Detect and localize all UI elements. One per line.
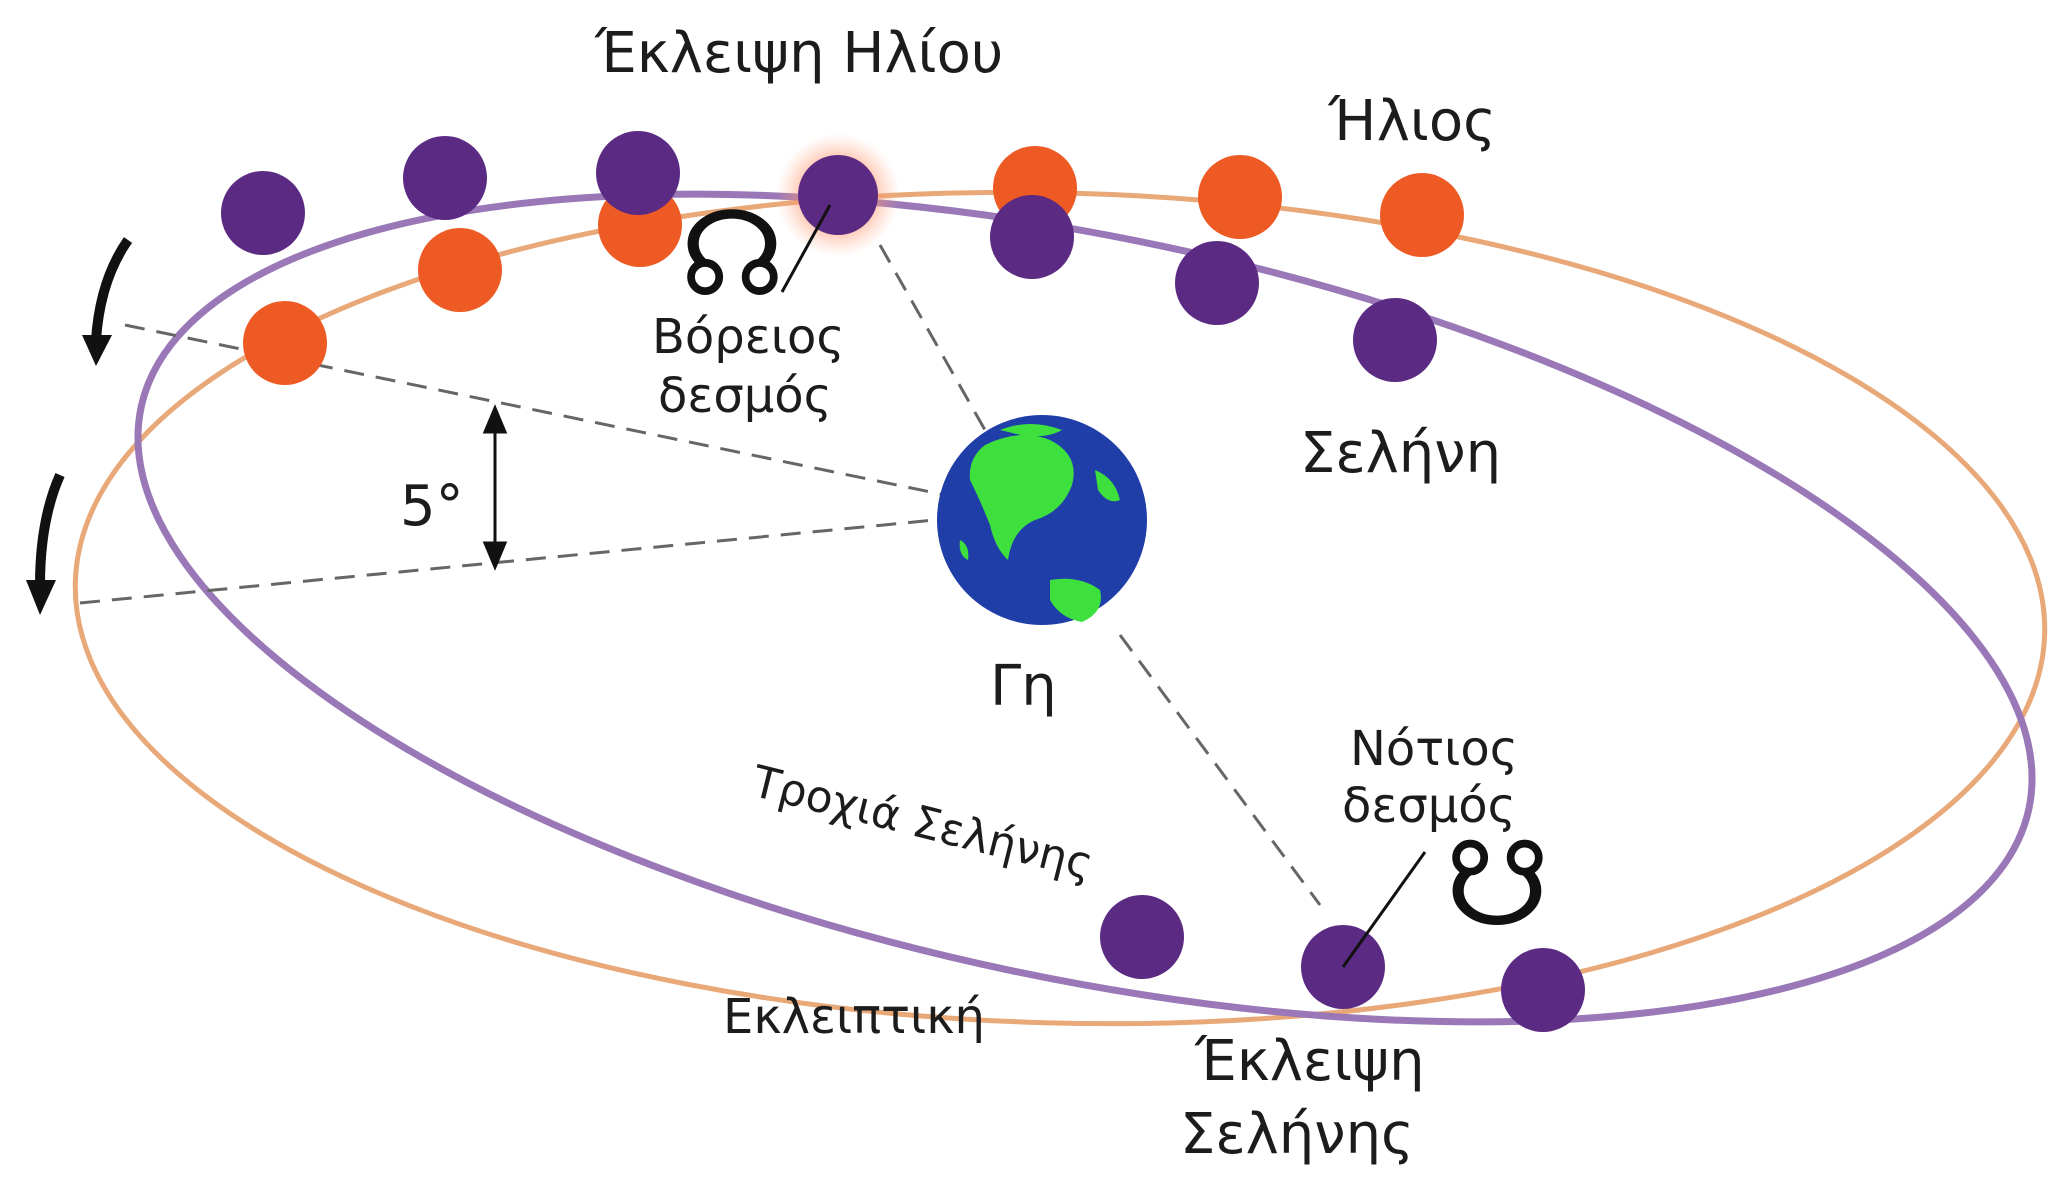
angle-arrow: [482, 404, 508, 571]
solar-eclipse-label: Έκλειψη Ηλίου: [594, 21, 1003, 86]
moon-marker: [221, 171, 305, 255]
earth-icon: [937, 415, 1147, 625]
north-node-symbol: ☊: [680, 185, 785, 323]
south-node-symbol: ☋: [1445, 815, 1550, 953]
ecliptic-label: Εκλειπτική: [723, 989, 985, 1045]
moon-marker-eclipse: [798, 155, 878, 235]
moon-marker: [1501, 948, 1585, 1032]
moon-marker: [596, 131, 680, 215]
moon-orbit-label: Τροχιά Σελήνης: [746, 756, 1098, 890]
moon-marker: [1175, 241, 1259, 325]
rotation-arrows: [26, 237, 133, 615]
south-node-label-line2: δεσμός: [1342, 778, 1516, 834]
lunar-eclipse-label-line1: Έκλειψη: [1194, 1029, 1425, 1094]
sun-marker: [1380, 173, 1464, 257]
south-node-label-line1: Νότιος: [1350, 721, 1518, 777]
moon-marker: [1100, 895, 1184, 979]
sun-marker: [1198, 155, 1282, 239]
north-node-label-line2: δεσμός: [658, 368, 832, 424]
moon-label: Σελήνη: [1300, 421, 1501, 486]
north-node-label-line1: Βόρειος: [652, 309, 845, 365]
moon-marker: [403, 136, 487, 220]
moon-marker: [1353, 298, 1437, 382]
lunar-eclipse-label-line2: Σελήνης: [1180, 1102, 1414, 1167]
node-pointers: [780, 204, 1427, 968]
moon-orbit: [134, 190, 2036, 1026]
angle-label: 5°: [400, 474, 464, 539]
sun-marker: [418, 228, 502, 312]
earth-label: Γη: [990, 654, 1057, 719]
sun-marker: [243, 301, 327, 385]
sun-label: Ήλιος: [1327, 89, 1496, 154]
moon-marker: [990, 195, 1074, 279]
